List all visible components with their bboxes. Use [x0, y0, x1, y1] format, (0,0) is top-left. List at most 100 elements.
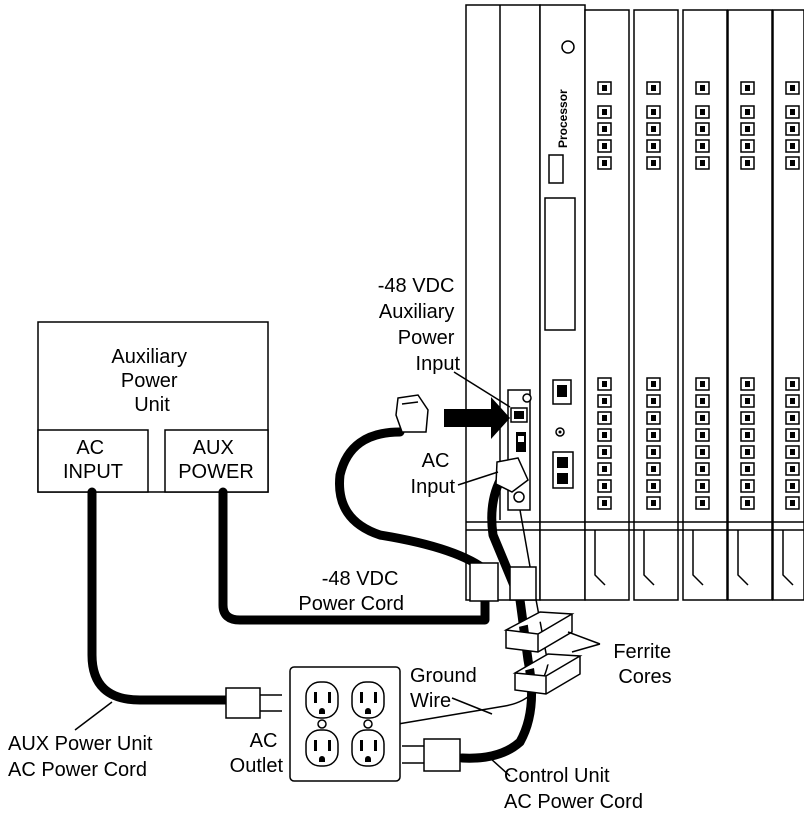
receptacle-ground: [319, 708, 325, 714]
ac-input-cord: [457, 470, 537, 763]
ferrite-cores: [503, 611, 583, 695]
aux-plug: [225, 687, 282, 719]
port-jack-latch: [745, 500, 750, 506]
port-jack-latch: [651, 398, 656, 404]
ac-input-label: AC INPUT: [63, 437, 123, 483]
port-jack-latch: [745, 381, 750, 387]
auxiliary-power-unit: Auxiliary Power Unit AC INPUT AUX POWER: [37, 321, 269, 493]
port-jack-latch: [700, 500, 705, 506]
port-jack-latch: [700, 85, 705, 91]
port-jack-latch: [700, 160, 705, 166]
dc-cord-label: -48 VDC Power Cord: [298, 568, 404, 615]
receptacle: [305, 681, 339, 719]
port-jack-latch: [790, 160, 795, 166]
ac-input-callout-label: AC Input: [411, 450, 456, 498]
receptacle: [305, 729, 339, 767]
ferrite-label: Ferrite Cores: [613, 641, 676, 688]
port-jack-latch: [602, 160, 607, 166]
aux-ac-power-cord: [87, 487, 231, 705]
port-jack-latch: [790, 126, 795, 132]
port-jack-latch: [651, 160, 656, 166]
ac-outlet-label: AC Outlet: [230, 730, 284, 777]
dc-input-label: -48 VDC Auxiliary Power Input: [378, 275, 461, 375]
port-jack-latch: [790, 483, 795, 489]
port-jack-latch: [745, 398, 750, 404]
port-jack-latch: [745, 415, 750, 421]
receptacle-slot: [314, 740, 317, 751]
port-jack-latch: [745, 466, 750, 472]
port-jack-latch: [602, 449, 607, 455]
receptacle-slot: [328, 692, 331, 703]
port-jack-latch: [790, 143, 795, 149]
port-jack-latch: [745, 126, 750, 132]
port-jack-latch: [651, 483, 656, 489]
port-jack-latch: [651, 432, 656, 438]
port-jack-latch: [790, 398, 795, 404]
port-jack-latch: [745, 483, 750, 489]
port-jack-latch: [745, 160, 750, 166]
port-jack-latch: [700, 483, 705, 489]
port-jack-latch: [602, 398, 607, 404]
port-columns: [597, 81, 800, 510]
receptacle-ground: [365, 756, 371, 762]
port-jack-latch: [700, 143, 705, 149]
port-jack-latch: [700, 398, 705, 404]
port-jack-latch: [651, 85, 656, 91]
port-jack-latch: [745, 109, 750, 115]
port-jack-latch: [651, 381, 656, 387]
port-jack-latch: [700, 126, 705, 132]
ac-input-plug: [495, 457, 529, 493]
port-jack-latch: [700, 449, 705, 455]
receptacle-slot: [374, 740, 377, 751]
port-jack-latch: [790, 466, 795, 472]
port-jack-latch: [700, 432, 705, 438]
receptacle-slot: [374, 692, 377, 703]
port-jack-latch: [790, 381, 795, 387]
ac-cord-clamp: [509, 566, 537, 601]
callout-lines: [74, 371, 601, 777]
receptacle-slot: [328, 740, 331, 751]
port-jack-latch: [602, 381, 607, 387]
ground-wire-label: Ground Wire: [410, 665, 482, 712]
port-jack-latch: [602, 466, 607, 472]
port-jack-latch: [745, 432, 750, 438]
port-jack-latch: [602, 500, 607, 506]
receptacle-ground: [319, 756, 325, 762]
port-jack-latch: [651, 126, 656, 132]
port-jack-latch: [700, 381, 705, 387]
port-jack-latch: [602, 85, 607, 91]
port-jack-latch: [602, 126, 607, 132]
outlet-screw: [317, 719, 327, 729]
port-jack-latch: [651, 449, 656, 455]
dc-cord-clamp: [469, 562, 499, 602]
port-jack-latch: [651, 143, 656, 149]
port-jack-latch: [651, 466, 656, 472]
control-unit-plug: [402, 738, 461, 772]
port-jack-latch: [602, 143, 607, 149]
dc-jack-cord: [335, 427, 493, 577]
port-jack-latch: [700, 109, 705, 115]
port-jack-latch: [745, 85, 750, 91]
port-jack-latch: [790, 449, 795, 455]
aux-cord-label: AUX Power Unit AC Power Cord: [8, 733, 158, 781]
receptacle-slot: [360, 692, 363, 703]
receptacle: [351, 681, 385, 719]
ac-outlet: [289, 666, 401, 782]
insert-arrow-icon: [444, 397, 510, 439]
dc-power-cord: [218, 487, 490, 625]
port-jack-latch: [602, 415, 607, 421]
port-jack-latch: [651, 415, 656, 421]
port-jack-latch: [602, 109, 607, 115]
port-jack-latch: [602, 432, 607, 438]
rj-connector: [395, 394, 429, 433]
receptacle-ground: [365, 708, 371, 714]
aux-power-label: AUX POWER: [178, 437, 254, 483]
port-jack-latch: [790, 415, 795, 421]
port-jack-latch: [700, 466, 705, 472]
port-jack-latch: [745, 449, 750, 455]
port-jack-latch: [700, 415, 705, 421]
receptacle-slot: [314, 692, 317, 703]
outlet-screw: [363, 719, 373, 729]
processor-label: Processor: [556, 89, 570, 148]
